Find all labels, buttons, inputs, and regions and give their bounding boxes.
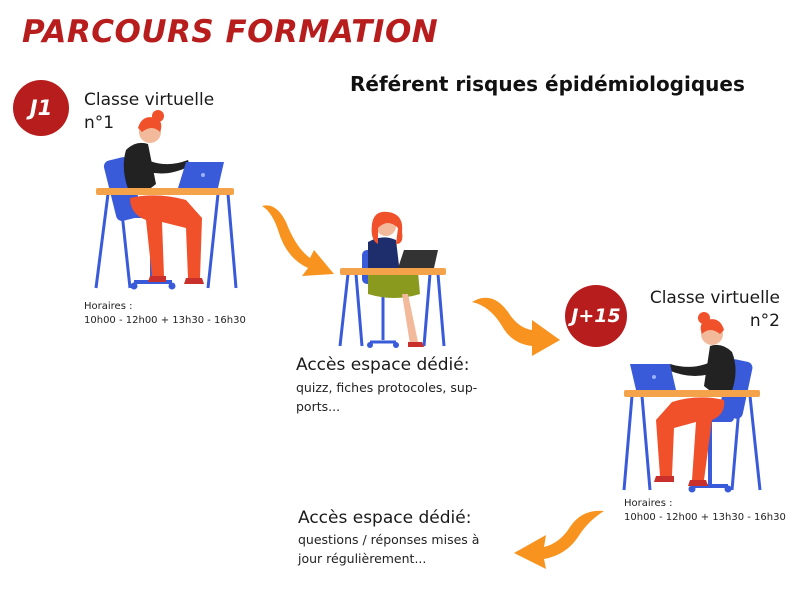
woman-at-laptop-illustration-3 bbox=[622, 312, 762, 493]
page-subtitle: Référent risques épidémiologiques bbox=[350, 72, 745, 96]
step2-hours-value: 10h00 - 12h00 + 13h30 - 16h30 bbox=[624, 512, 786, 523]
woman-at-laptop-illustration-1 bbox=[94, 110, 238, 290]
step2-label: Classe virtuelle n°2 bbox=[640, 287, 780, 333]
step2-hours-label: Horaires : bbox=[624, 498, 673, 509]
access2-desc-line2: jour régulièrement... bbox=[298, 551, 427, 566]
woman-at-laptop-illustration-2 bbox=[338, 211, 446, 348]
curved-arrow-icon-2 bbox=[472, 297, 560, 356]
curved-arrow-icon-3 bbox=[514, 510, 604, 569]
access1-desc-line2: ports... bbox=[296, 399, 341, 414]
access2-title: Accès espace dédié: bbox=[298, 508, 472, 528]
step1-label-line2: n°1 bbox=[84, 113, 115, 133]
step1-hours-label: Horaires : bbox=[84, 301, 133, 312]
step1-label: Classe virtuelle n°1 bbox=[84, 89, 244, 135]
page-title: PARCOURS FORMATION bbox=[22, 14, 439, 50]
curved-arrow-icon-1 bbox=[262, 205, 334, 276]
badge-j1: J1 bbox=[13, 80, 69, 136]
access2-desc: questions / réponses mises à jour réguli… bbox=[298, 530, 513, 568]
step1-hours-value: 10h00 - 12h00 + 13h30 - 16h30 bbox=[84, 315, 246, 326]
step1-hours: Horaires : 10h00 - 12h00 + 13h30 - 16h30 bbox=[84, 300, 246, 328]
step1-label-line1: Classe virtuelle bbox=[84, 90, 215, 110]
access1-desc: quizz, fiches protocoles, sup- ports... bbox=[296, 378, 511, 416]
step2-hours: Horaires : 10h00 - 12h00 + 13h30 - 16h30 bbox=[624, 497, 786, 525]
badge-j15: J+15 bbox=[565, 285, 627, 347]
access1-desc-line1: quizz, fiches protocoles, sup- bbox=[296, 380, 478, 395]
access1-title: Accès espace dédié: bbox=[296, 355, 470, 375]
step2-label-line2: n°2 bbox=[749, 311, 780, 331]
access2-desc-line1: questions / réponses mises à bbox=[298, 532, 480, 547]
step2-label-line1: Classe virtuelle bbox=[649, 288, 780, 308]
